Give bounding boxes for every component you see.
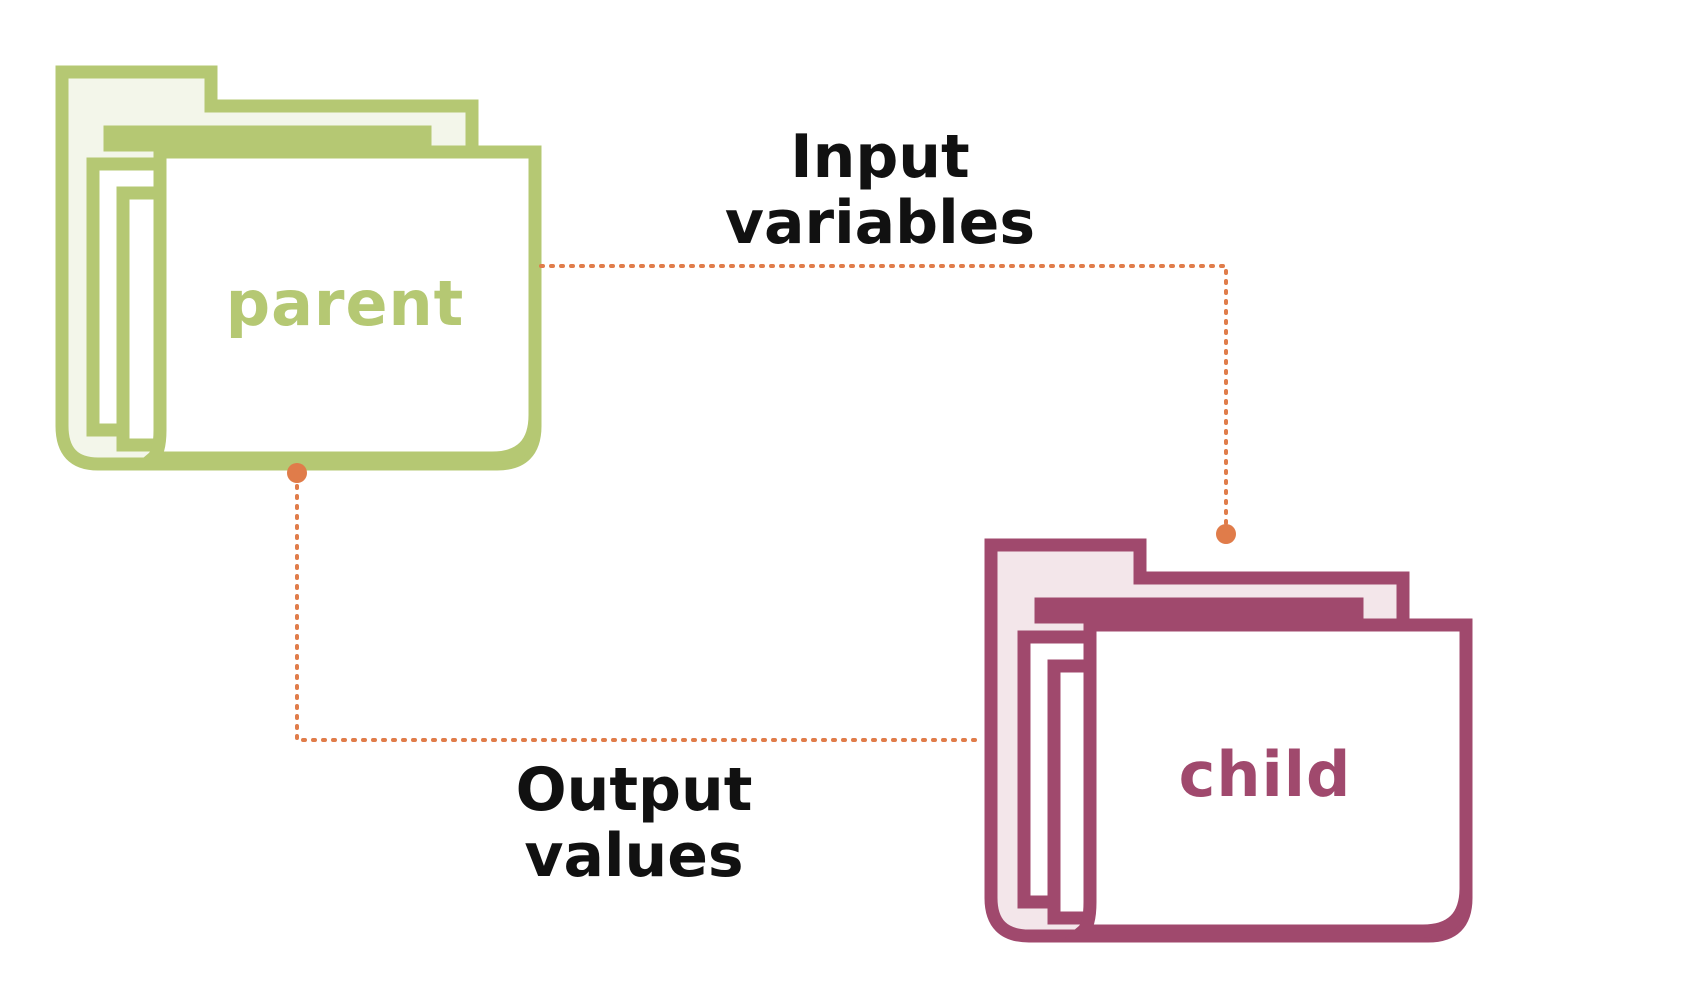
parent-label: parent [226,267,465,340]
output-label-line2: values [524,821,743,891]
output-endpoint-dot [287,463,307,483]
input-endpoint-dot [1216,524,1236,544]
child-folder-icon: child [984,538,1473,943]
input-connector [539,264,1236,544]
parent-folder-icon: parent [55,65,542,471]
input-label-line1: Input [790,122,969,192]
input-label-line2: variables [725,188,1035,258]
output-connector [287,463,977,742]
output-label-line1: Output [516,755,753,825]
child-label: child [1179,738,1352,811]
